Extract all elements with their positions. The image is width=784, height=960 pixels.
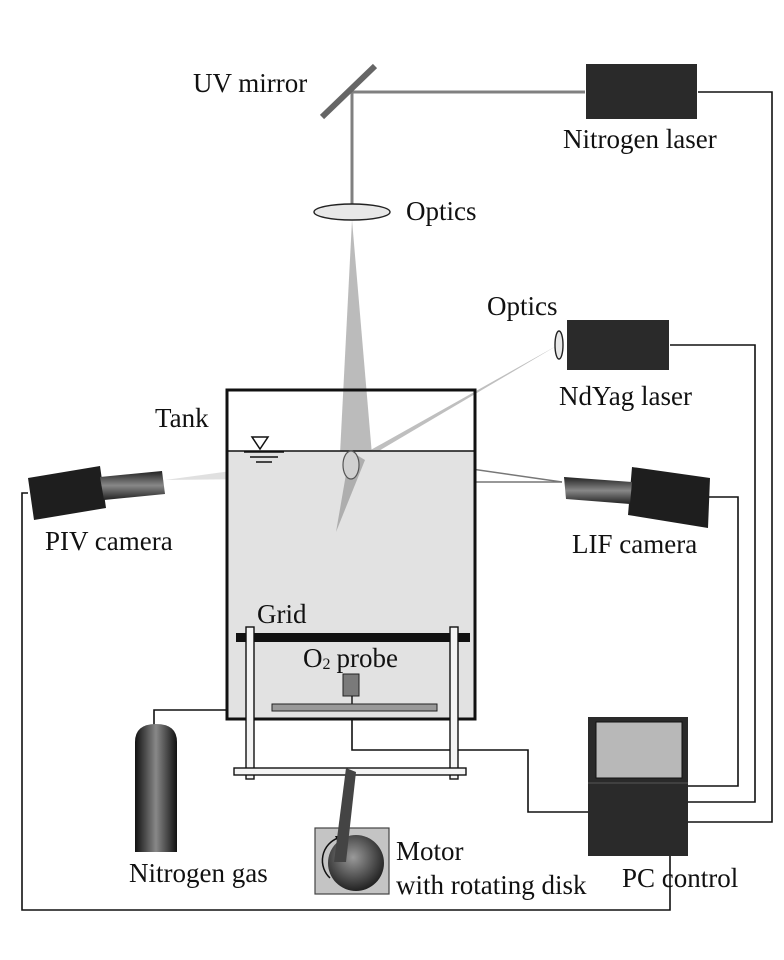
- nitrogen-laser: [586, 64, 697, 119]
- grid-bar: [236, 633, 470, 642]
- optics-side-label: Optics: [487, 291, 558, 321]
- grid-posts: [245, 626, 459, 780]
- ndyag-light-sheet: [335, 345, 558, 470]
- ndyag-laser-label: NdYag laser: [559, 381, 692, 411]
- pc-control-label: PC control: [622, 863, 738, 893]
- piv-camera: [28, 466, 165, 520]
- motor: [314, 768, 390, 895]
- measurement-cylinder: [342, 450, 360, 480]
- nitrogen-laser-label: Nitrogen laser: [563, 124, 717, 154]
- motor-label: Motor: [396, 836, 464, 866]
- control-wiring: [21, 91, 773, 911]
- pc-control: [588, 717, 688, 856]
- nitrogen-gas-label: Nitrogen gas: [129, 858, 268, 888]
- uv-beam-path: [350, 90, 585, 205]
- water-level-icon: [244, 436, 284, 463]
- grid-label: Grid: [257, 599, 307, 629]
- uv-mirror: [319, 63, 378, 120]
- o2-probe: [342, 673, 360, 697]
- nitrogen-gas-cylinder: [135, 724, 177, 852]
- piv-camera-label: PIV camera: [45, 526, 173, 556]
- tank-label: Tank: [155, 403, 209, 433]
- optics-top-lens: [313, 203, 391, 221]
- uv-mirror-label: UV mirror: [193, 68, 307, 98]
- optics-top-label: Optics: [406, 196, 477, 226]
- lif-camera: [564, 467, 710, 528]
- ndyag-laser: [567, 320, 669, 370]
- motor-sublabel: with rotating disk: [396, 870, 587, 900]
- diffuser-plate: [271, 703, 438, 712]
- lif-camera-label: LIF camera: [572, 529, 697, 559]
- optics-side-lens: [554, 330, 564, 360]
